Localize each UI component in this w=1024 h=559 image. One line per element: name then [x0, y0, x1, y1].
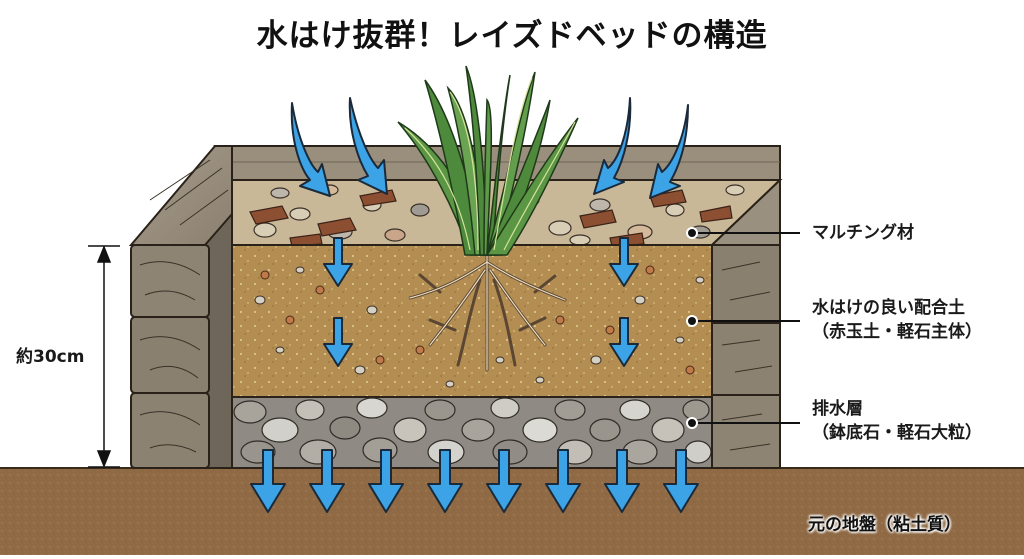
right-wall	[711, 177, 781, 469]
drainage-label-text: 排水層	[812, 399, 863, 419]
height-label: 約30cm	[16, 347, 85, 367]
leader-dot-icon	[686, 227, 698, 239]
water-arrow-icon	[348, 97, 388, 195]
ground-label: 元の地盤（粘土質）	[808, 515, 961, 535]
drainage-sublabel-text: （鉢底石・軽石大粒）	[812, 423, 982, 443]
leader-dot-icon	[686, 315, 698, 327]
left-wall	[128, 145, 233, 469]
drainage-layer	[231, 396, 713, 469]
soil-label: 水はけの良い配合土 （赤玉土・軽石主体）	[812, 296, 982, 344]
original-ground	[0, 467, 1024, 555]
water-arrow-icon	[290, 102, 331, 197]
snake-plant	[397, 65, 579, 256]
soil-layer	[231, 244, 713, 398]
soil-label-text: 水はけの良い配合土	[812, 298, 965, 318]
rain-arrows	[290, 97, 689, 199]
diagram-title: 水はけ抜群！レイズドベッドの構造	[256, 18, 768, 54]
leader-dot-icon	[686, 417, 698, 429]
callouts	[686, 227, 800, 429]
soil-sublabel-text: （赤玉土・軽石主体）	[812, 322, 982, 342]
mulch-label-text: マルチング材	[812, 223, 914, 243]
water-arrow-icon	[649, 104, 689, 199]
height-dimension	[88, 244, 120, 469]
water-arrow-icon	[593, 97, 632, 195]
mulch-label: マルチング材	[812, 221, 914, 245]
drainage-label: 排水層 （鉢底石・軽石大粒）	[812, 397, 982, 445]
